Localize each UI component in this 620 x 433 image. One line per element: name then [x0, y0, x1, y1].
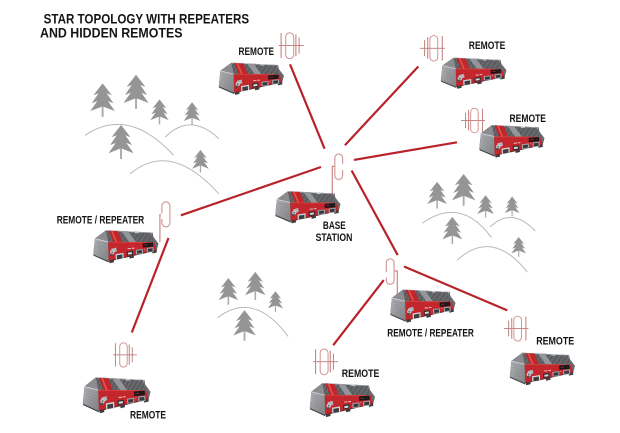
svg-text:REMOTE: REMOTE — [342, 368, 380, 380]
svg-text:REMOTE: REMOTE — [510, 113, 547, 125]
svg-text:AND HIDDEN REMOTES: AND HIDDEN REMOTES — [40, 25, 183, 41]
svg-text:REMOTE: REMOTE — [239, 46, 275, 58]
svg-text:BASE: BASE — [323, 220, 346, 232]
svg-text:STATION: STATION — [316, 232, 353, 244]
svg-text:STAR TOPOLOGY WITH REPEATERS: STAR TOPOLOGY WITH REPEATERS — [44, 11, 250, 27]
svg-text:REMOTE: REMOTE — [130, 409, 166, 421]
svg-text:REMOTE / REPEATER: REMOTE / REPEATER — [387, 328, 474, 340]
svg-text:REMOTE: REMOTE — [536, 336, 574, 348]
svg-text:REMOTE / REPEATER: REMOTE / REPEATER — [57, 214, 145, 226]
svg-text:REMOTE: REMOTE — [469, 40, 506, 52]
